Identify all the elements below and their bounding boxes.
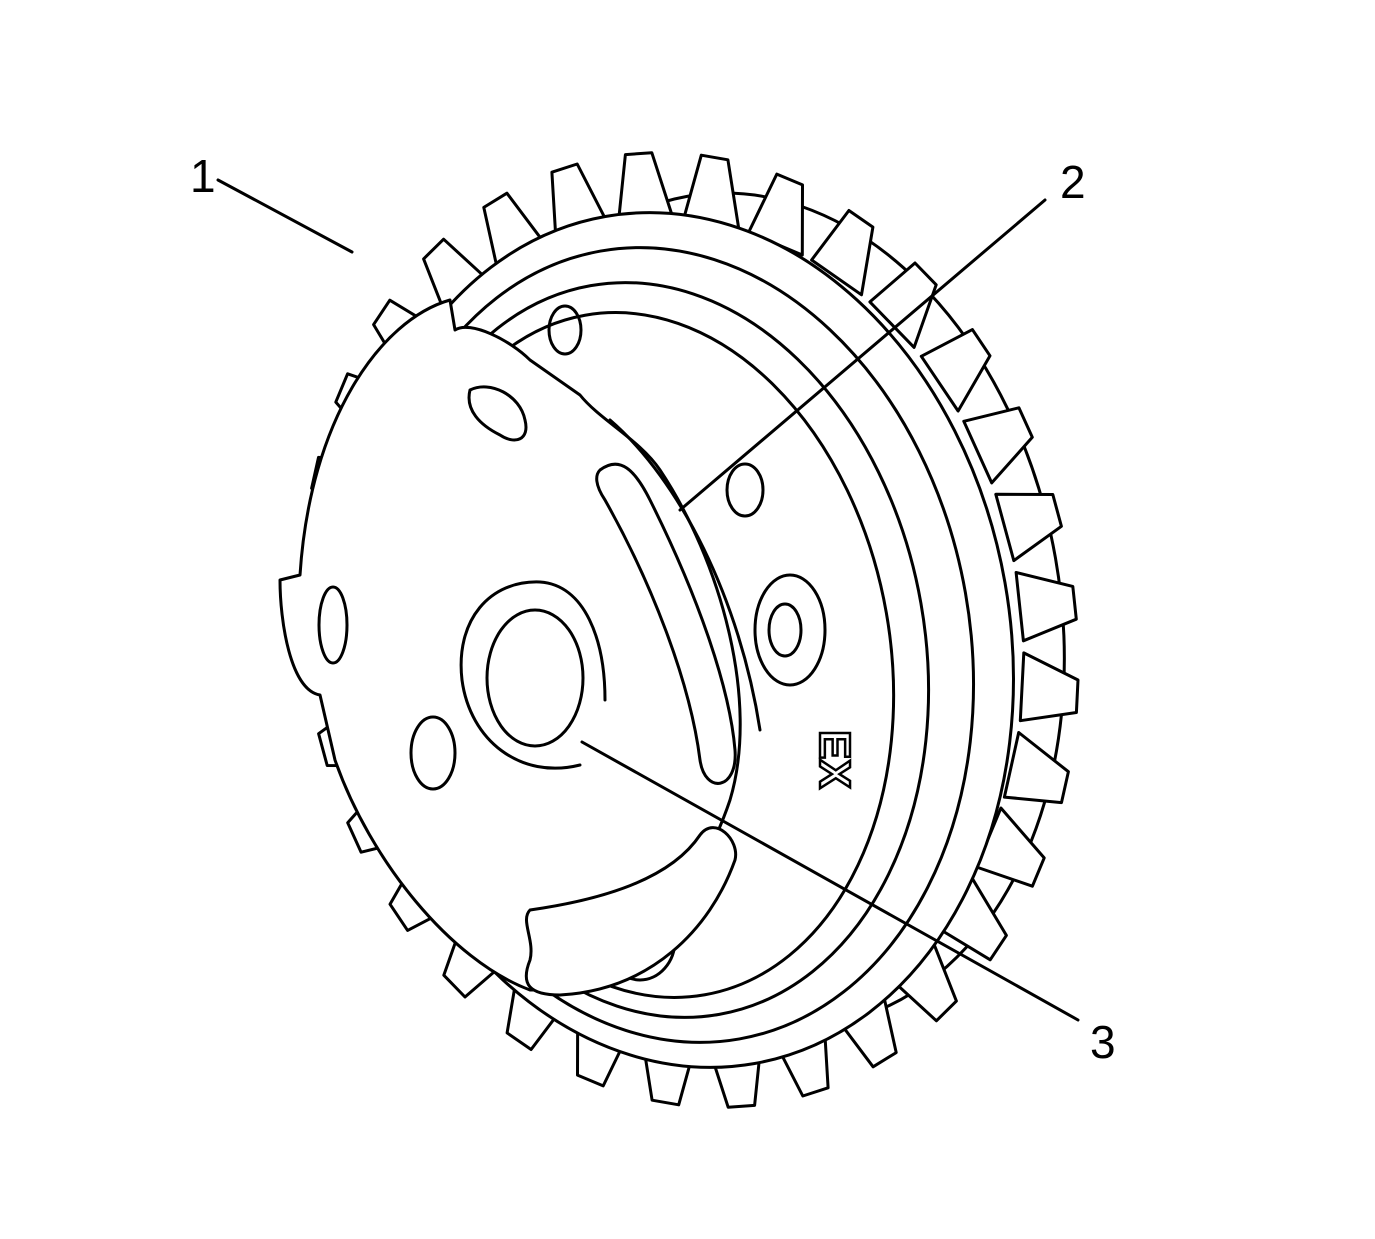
callout-3-leader [580, 740, 1080, 1022]
callout-3-label: 3 [1090, 1016, 1116, 1068]
arc-slot-upper [595, 462, 737, 785]
rotor-bolt-right [753, 573, 827, 687]
rotor-bolt-right-hole [767, 602, 803, 658]
lower-bracket [524, 826, 738, 997]
plate-hole-top [547, 304, 583, 356]
left-lug-slot [317, 585, 349, 665]
sprocket-tooth [868, 261, 938, 349]
sprocket-tooth [962, 406, 1034, 485]
sprocket-tooth [919, 328, 992, 413]
front-cover-plate [278, 298, 742, 993]
sprocket-tooth [1002, 731, 1070, 805]
sprocket-tooth [994, 492, 1063, 563]
hub-center-bore [485, 608, 585, 748]
top-slot [467, 385, 528, 442]
dowel-hole [409, 715, 457, 791]
ex-marking: EX [810, 730, 859, 789]
sprocket-tooth [1018, 651, 1080, 723]
callout-1-leader [216, 178, 354, 254]
callout-2-leader [678, 198, 1047, 512]
hub-outer-face [459, 580, 607, 770]
sprocket-hole [725, 462, 765, 518]
sprocket-tooth [810, 209, 875, 297]
sprocket-tooth [1014, 571, 1078, 643]
plate-edge-line [608, 418, 762, 732]
callout-1-label: 1 [190, 150, 216, 202]
callout-2-label: 2 [1060, 156, 1086, 208]
